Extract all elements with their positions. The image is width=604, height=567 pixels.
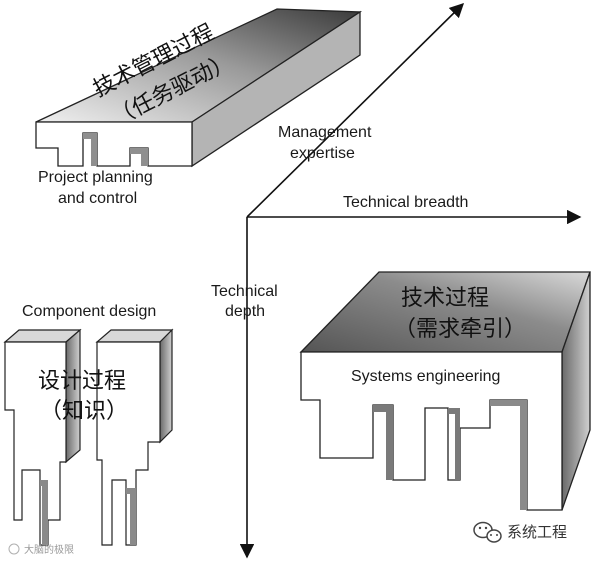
wechat-logo-icon bbox=[473, 521, 502, 543]
design-pillar-2-side bbox=[159, 328, 173, 444]
watermark-small-text: 大脑的极限 bbox=[24, 543, 74, 556]
technical-notch-shade-1 bbox=[373, 405, 393, 480]
axis-down-label-line2: depth bbox=[225, 303, 265, 320]
management-en-label-line2: and control bbox=[58, 190, 137, 207]
watermark-text: 系统工程 bbox=[507, 523, 567, 541]
axis-up-label-line2: expertise bbox=[290, 145, 355, 162]
axis-down-label-line1: Technical bbox=[211, 283, 278, 300]
small-logo-icon bbox=[8, 543, 20, 555]
design-block: Component design 设计过程 （知识） bbox=[3, 303, 174, 546]
design-pillar-1-side bbox=[65, 328, 81, 464]
axis-right-label: Technical breadth bbox=[343, 194, 468, 211]
design-zh-title: 设计过程 bbox=[38, 369, 126, 394]
management-notch-shade-2 bbox=[130, 148, 148, 166]
design-pillar-2-shade bbox=[126, 488, 136, 545]
management-front-face bbox=[35, 121, 193, 167]
technical-zh-subtitle: （需求牵引） bbox=[394, 317, 526, 342]
design-pillar-2-top bbox=[95, 329, 174, 343]
technical-en-label: Systems engineering bbox=[351, 368, 500, 385]
technical-zh-title: 技术过程 bbox=[401, 286, 489, 311]
management-block: 技术管理过程 （任务驱动） Project planning and contr… bbox=[35, 8, 363, 207]
axis-up-arrow bbox=[246, 2, 465, 218]
design-en-label: Component design bbox=[22, 303, 156, 320]
watermark-wechat: 系统工程 bbox=[473, 521, 567, 543]
design-zh-subtitle: （知识） bbox=[40, 399, 128, 424]
axes: Management expertise Technical breadth T… bbox=[211, 2, 582, 559]
watermark-small: 大脑的极限 bbox=[8, 543, 74, 556]
design-pillar-1-shade bbox=[40, 480, 48, 545]
design-pillar-2-front bbox=[96, 341, 161, 546]
axis-up-label-line1: Management bbox=[278, 124, 372, 141]
technical-notch-shade-2 bbox=[448, 408, 460, 480]
design-pillar-1-front bbox=[4, 341, 67, 546]
technical-notch-shade-3 bbox=[490, 400, 527, 510]
technical-block: 技术过程 （需求牵引） Systems engineering bbox=[299, 271, 591, 511]
management-notch-shade-1 bbox=[83, 133, 97, 166]
management-en-label-line1: Project planning bbox=[38, 169, 153, 186]
